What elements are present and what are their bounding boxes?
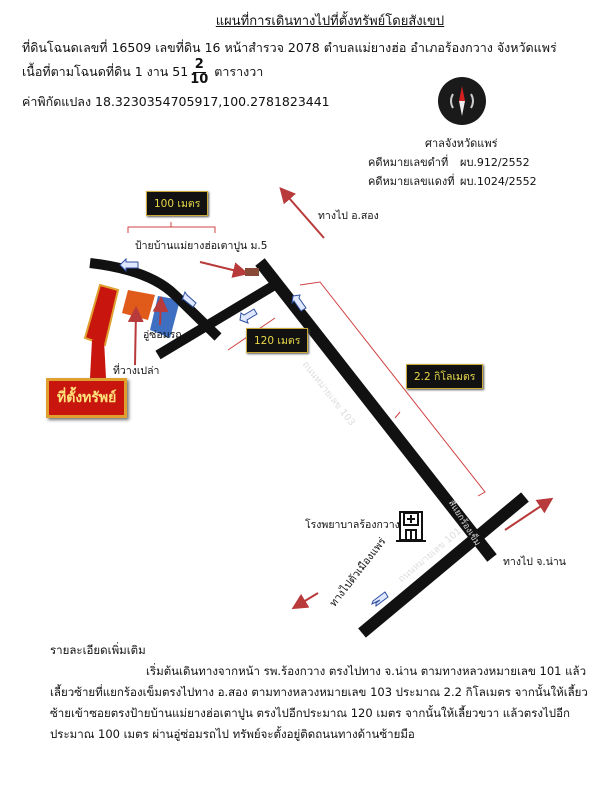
road-103 (255, 258, 497, 562)
arrow-sign (199, 261, 249, 278)
arrow-to-phrae (291, 592, 319, 610)
vacant-parcel (122, 290, 155, 320)
vacant-land-label: ที่วางเปล่า (113, 365, 160, 377)
arrow-to-song (279, 186, 325, 239)
deed-info: ที่ดินโฉนดเลขที่ 16509 เลขที่ดิน 16 หน้า… (22, 40, 557, 55)
distance-100m-label: 100 เมตร (146, 191, 209, 216)
side-road-curved (89, 258, 222, 341)
village-sign-label: ป้ายบ้านแม่ยางฮ่อเตาปูน ม.5 (135, 240, 268, 252)
black-case-value: ผบ.912/2552 (460, 156, 530, 169)
area-suffix: ตารางวา (214, 64, 264, 79)
arrow-to-nan (504, 497, 554, 531)
direction-arrow (181, 290, 197, 308)
direction-arrow (291, 294, 307, 312)
to-nan-label: ทางไป จ.น่าน (503, 556, 566, 568)
arrow-garage (152, 296, 169, 326)
area-numerator: 2 (192, 57, 206, 73)
garage-label: อู่ซ่อมรถ (143, 329, 182, 341)
area-denominator: 10 (190, 72, 209, 87)
village-sign-icon (245, 268, 259, 276)
direction-arrow (239, 308, 258, 324)
bracket-100m (127, 222, 216, 233)
distance-2-2km-label: 2.2 กิโลเมตร (406, 364, 484, 389)
arrow-vacant (127, 306, 144, 366)
arrow-property (90, 340, 106, 378)
distance-120m-label: 120 เมตร (246, 328, 309, 353)
road-101 (358, 492, 529, 638)
direction-arrow (371, 591, 389, 607)
hospital-icon (396, 511, 426, 542)
additional-details: รายละเอียดเพิ่มเติม เริ่มต้นเดินทางจากหน… (50, 640, 590, 745)
court-name: ศาลจังหวัดแพร่ (425, 137, 498, 150)
to-song-label: ทางไป อ.สอง (318, 210, 379, 222)
coordinates: ค่าพิกัดแปลง 18.3230354705917,100.278182… (22, 94, 330, 109)
red-case-label: คดีหมายเลขแดงที่ (368, 175, 455, 188)
area-prefix: เนื้อที่ตามโฉนดที่ดิน 1 งาน 51 (22, 64, 189, 79)
property-parcel (83, 283, 120, 347)
property-location-label: ที่ตั้งทรัพย์ (46, 378, 128, 418)
details-heading: รายละเอียดเพิ่มเติม (50, 643, 146, 657)
details-paragraph: เริ่มต้นเดินทางจากหน้า รพ.ร้องกวาง ตรงไป… (50, 664, 588, 741)
bracket-2-2km (299, 281, 486, 497)
hospital-label: โรงพยาบาลร้องกวาง (305, 519, 400, 531)
route-map (83, 186, 554, 638)
page-title: แผนที่การเดินทางไปที่ตั้งทรัพย์โดยสังเขป (215, 14, 445, 29)
side-road (155, 278, 281, 360)
red-case-value: ผบ.1024/2552 (460, 175, 537, 188)
compass-icon (438, 77, 486, 125)
direction-arrow (119, 257, 139, 273)
black-case-label: คดีหมายเลขดำที่ (368, 156, 449, 169)
